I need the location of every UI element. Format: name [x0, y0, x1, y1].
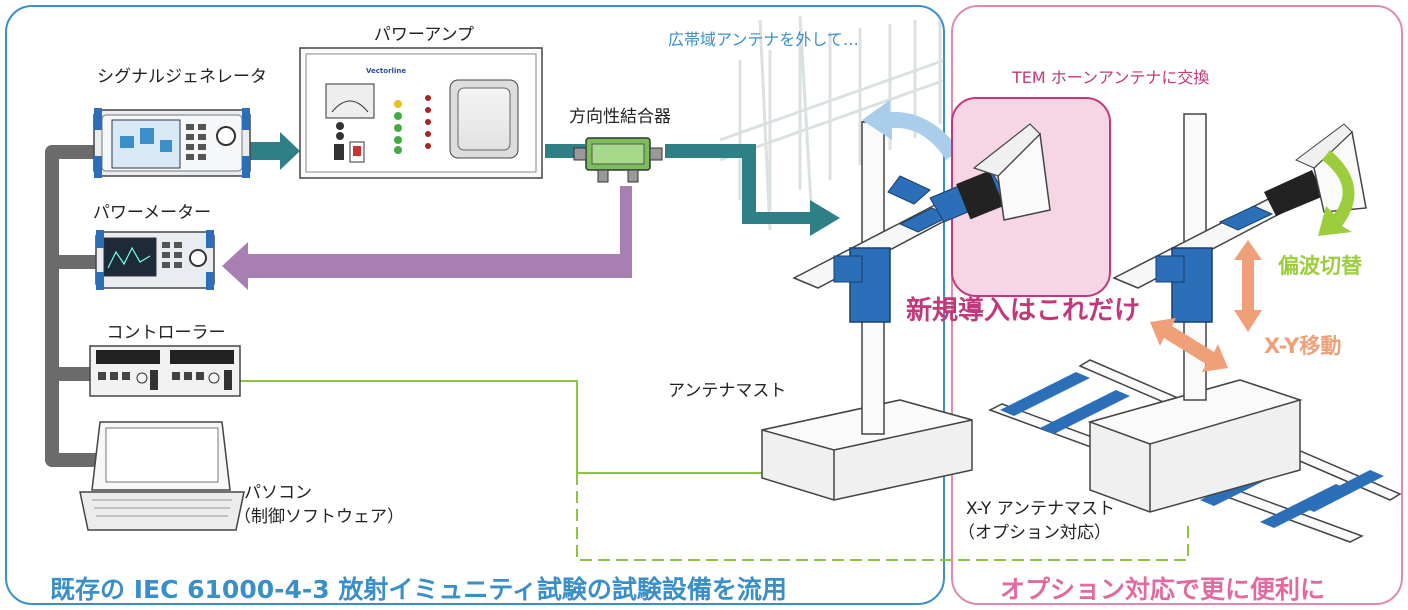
wideband-antenna-faded [719, 15, 946, 231]
polarization-label: 偏波切替 [1278, 254, 1362, 278]
pc-sub-label: （制御ソフトウェア） [234, 507, 404, 527]
swap-antenna-arrow [862, 100, 960, 160]
power-meter-device [95, 230, 215, 290]
xy-move-arrows [1150, 240, 1262, 372]
coupler-label: 方向性結合器 [569, 107, 671, 127]
controller-cable [240, 380, 1189, 561]
existing-equipment-frame [5, 5, 945, 605]
new-only-callout: 新規導入はこれだけ [906, 296, 1141, 326]
signal-generator-label: シグナルジェネレータ [97, 67, 267, 87]
directional-coupler-device [573, 137, 663, 183]
controller-label: コントローラー [106, 323, 226, 343]
power-amplifier-device [299, 47, 543, 179]
footer-existing: 既存の IEC 61000-4-3 放射イミュニティ試験の試験設備を流用 [50, 575, 787, 604]
option-frame [951, 5, 1403, 605]
tem-horn-antenna [929, 123, 1051, 223]
xy-mast-label: X-Y アンテナマスト [966, 499, 1116, 519]
xy-antenna-mast [988, 113, 1402, 543]
power-meter-label: パワーメーター [92, 203, 212, 223]
power-meter-feedback-arrow [222, 186, 632, 290]
remove-antenna-note: 広帯域アンテナを外して… [668, 30, 859, 49]
controller-device [89, 345, 241, 397]
signal-generator-device [93, 108, 251, 178]
xy-move-label: X-Y移動 [1264, 334, 1342, 358]
xy-mast-sub-label: （オプション対応） [958, 523, 1111, 543]
pc-label: パソコン [244, 483, 312, 503]
polarization-arrow [1318, 150, 1355, 236]
tem-horn-note: TEM ホーンアンテナに交換 [1012, 68, 1210, 87]
footer-option: オプション対応で更に便利に [1000, 575, 1326, 604]
laptop-device [79, 421, 245, 531]
antenna-mast-label: アンテナマスト [668, 381, 787, 401]
amp-brand-label: Vectorline [366, 67, 407, 75]
power-amp-label: パワーアンプ [373, 25, 475, 45]
